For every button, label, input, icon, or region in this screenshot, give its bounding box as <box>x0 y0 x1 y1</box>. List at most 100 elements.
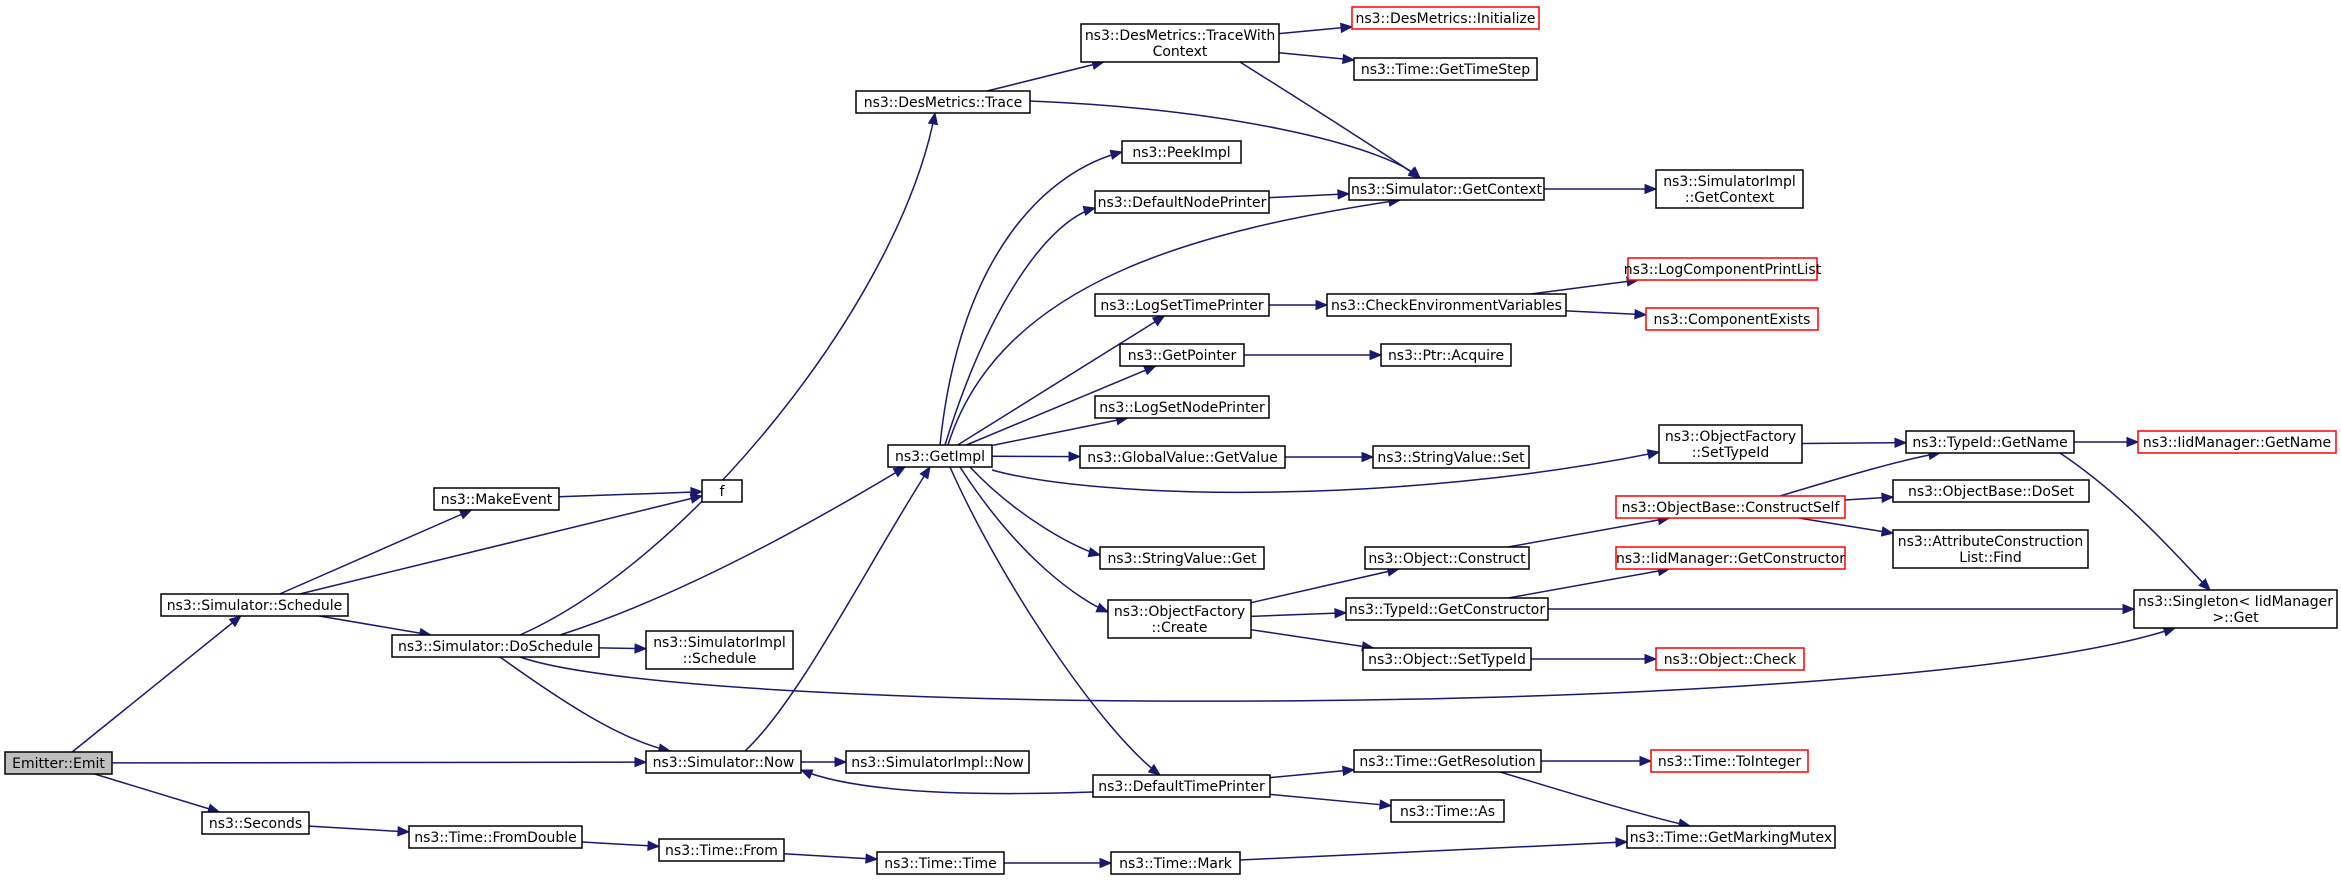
node-f[interactable]: f <box>701 479 743 503</box>
node-ofcreate[interactable]: ns3::ObjectFactory::Create <box>1107 599 1252 639</box>
node-fromdouble[interactable]: ns3::Time::FromDouble <box>408 825 583 849</box>
node-defnodeprinter[interactable]: ns3::DefaultNodePrinter <box>1094 190 1270 214</box>
edge-line <box>519 112 936 636</box>
edge-objconstruct-to-obconstructself <box>1508 514 1671 548</box>
arrowhead-icon <box>1615 837 1629 848</box>
node-objcheck[interactable]: ns3::Object::Check <box>1655 647 1805 671</box>
node-simnow[interactable]: ns3::Simulator::Now <box>645 750 802 774</box>
edge-line <box>94 773 220 813</box>
arrowhead-icon <box>634 756 648 768</box>
node-desinit[interactable]: ns3::DesMetrics::Initialize <box>1351 6 1540 30</box>
node-getresolution[interactable]: ns3::Time::GetResolution <box>1353 749 1542 773</box>
node-peekimpl[interactable]: ns3::PeekImpl <box>1121 140 1242 164</box>
node-emit[interactable]: Emitter::Emit <box>4 751 113 775</box>
edge-deftimeprinter-to-simnow <box>799 769 1094 795</box>
node-typeidgetname[interactable]: ns3::TypeId::GetName <box>1905 430 2075 454</box>
edge-line <box>939 151 1123 446</box>
arrowhead-icon <box>799 769 814 780</box>
node-label: f <box>720 484 726 500</box>
node-getcontext[interactable]: ns3::Simulator::GetContext <box>1348 177 1545 201</box>
node-logsettime[interactable]: ns3::LogSetTimePrinter <box>1094 293 1270 317</box>
node-label: ns3::Time::Mark <box>1119 856 1233 872</box>
node-logcompprint[interactable]: ns3::LogComponentPrintList <box>1624 257 1822 281</box>
node-seconds[interactable]: ns3::Seconds <box>201 811 310 835</box>
node-label: ns3::StringValue::Set <box>1377 450 1525 466</box>
edge-line <box>800 769 1094 795</box>
node-box <box>433 487 560 511</box>
node-obdoset[interactable]: ns3::ObjectBase::DoSet <box>1892 479 2090 503</box>
edge-line <box>947 199 1401 446</box>
arrowhead-icon <box>1894 437 1908 448</box>
node-box <box>1380 343 1512 367</box>
node-mark[interactable]: ns3::Time::Mark <box>1110 851 1241 875</box>
node-svset[interactable]: ns3::StringValue::Set <box>1372 445 1530 469</box>
node-svget[interactable]: ns3::StringValue::Get <box>1099 546 1265 570</box>
node-simimplgetctx[interactable]: ns3::SimulatorImpl::GetContext <box>1655 169 1804 209</box>
node-timetime[interactable]: ns3::Time::Time <box>876 851 1005 875</box>
node-gvgetvalue[interactable]: ns3::GlobalValue::GetValue <box>1079 445 1286 469</box>
node-getpointer[interactable]: ns3::GetPointer <box>1119 343 1245 367</box>
edge-emit-to-seconds <box>94 773 221 814</box>
node-box <box>1615 546 1846 570</box>
node-dosched[interactable]: ns3::Simulator::DoSchedule <box>391 634 600 658</box>
node-label: ns3::IidManager::GetName <box>2143 435 2331 451</box>
node-logsetnode[interactable]: ns3::LogSetNodePrinter <box>1094 395 1270 419</box>
edge-getimpl-to-ofsettypeid <box>991 449 1661 494</box>
node-ofsettypeid[interactable]: ns3::ObjectFactory::SetTypeId <box>1658 424 1803 464</box>
node-box <box>645 630 794 670</box>
node-iidgetname[interactable]: ns3::IidManager::GetName <box>2137 430 2337 454</box>
edge-simnow-to-getimpl <box>744 465 931 752</box>
edge-dosched-to-getimpl <box>559 466 907 636</box>
node-checkenv[interactable]: ns3::CheckEnvironmentVariables <box>1326 293 1567 317</box>
node-getimpl[interactable]: ns3::GetImpl <box>887 444 993 468</box>
node-box <box>855 90 1031 114</box>
node-tointeger[interactable]: ns3::Time::ToInteger <box>1650 749 1809 773</box>
edge-checkenv-to-logcompprint <box>1530 276 1640 295</box>
arrowhead-icon <box>1644 653 1658 665</box>
node-makeevent[interactable]: ns3::MakeEvent <box>433 487 560 511</box>
edge-line <box>499 656 671 752</box>
node-objsettypeid[interactable]: ns3::Object::SetTypeId <box>1362 647 1532 671</box>
node-label: ns3::Time::GetResolution <box>1359 754 1535 770</box>
node-label: Context <box>1153 44 1208 60</box>
node-singleton[interactable]: ns3::Singleton< IidManager>::Get <box>2133 589 2338 629</box>
arrowhead-icon <box>1099 857 1113 869</box>
node-typeidgetconstructor[interactable]: ns3::TypeId::GetConstructor <box>1345 597 1549 621</box>
node-box <box>1092 774 1271 798</box>
node-deftimeprinter[interactable]: ns3::DefaultTimePrinter <box>1092 774 1271 798</box>
node-simimplsched[interactable]: ns3::SimulatorImpl::Schedule <box>645 630 794 670</box>
edge-simnow-to-simimplnow <box>801 756 848 768</box>
node-box <box>1107 599 1252 639</box>
edge-line <box>944 207 1096 446</box>
node-simimplnow[interactable]: ns3::SimulatorImpl::Now <box>845 750 1030 774</box>
node-gettimestep[interactable]: ns3::Time::GetTimeStep <box>1353 57 1538 81</box>
edge-line <box>744 466 931 752</box>
node-objconstruct[interactable]: ns3::Object::Construct <box>1364 546 1530 570</box>
edge-dosched-to-singleton <box>519 626 2177 702</box>
arrowhead-icon <box>892 466 907 478</box>
arrowhead-icon <box>1881 492 1895 503</box>
arrowhead-icon <box>1639 755 1653 767</box>
node-obconstructself[interactable]: ns3::ObjectBase::ConstructSelf <box>1615 495 1846 519</box>
node-from[interactable]: ns3::Time::From <box>658 838 785 862</box>
node-label: ns3::GetPointer <box>1128 348 1237 364</box>
node-box <box>2133 589 2338 629</box>
arrowhead-icon <box>1334 607 1348 619</box>
edge-line <box>1530 279 1639 295</box>
node-ptracquire[interactable]: ns3::Ptr::Acquire <box>1380 343 1512 367</box>
node-trace[interactable]: ns3::DesMetrics::Trace <box>855 90 1031 114</box>
node-box <box>1615 495 1846 519</box>
node-timeas[interactable]: ns3::Time::As <box>1390 799 1505 823</box>
node-iidgetconstructor[interactable]: ns3::IidManager::GetConstructor <box>1615 546 1846 570</box>
node-compexists[interactable]: ns3::ComponentExists <box>1645 307 1819 331</box>
edge-logsettime-to-checkenv <box>1269 299 1329 311</box>
node-sched[interactable]: ns3::Simulator::Schedule <box>160 593 349 617</box>
node-box <box>391 634 600 658</box>
node-label: ::SetTypeId <box>1692 445 1770 461</box>
edge-mark-to-getmarkingmutex <box>1239 837 1629 861</box>
node-getmarkingmutex[interactable]: ns3::Time::GetMarkingMutex <box>1626 825 1836 849</box>
node-label: ns3::SimulatorImpl <box>1663 174 1796 190</box>
